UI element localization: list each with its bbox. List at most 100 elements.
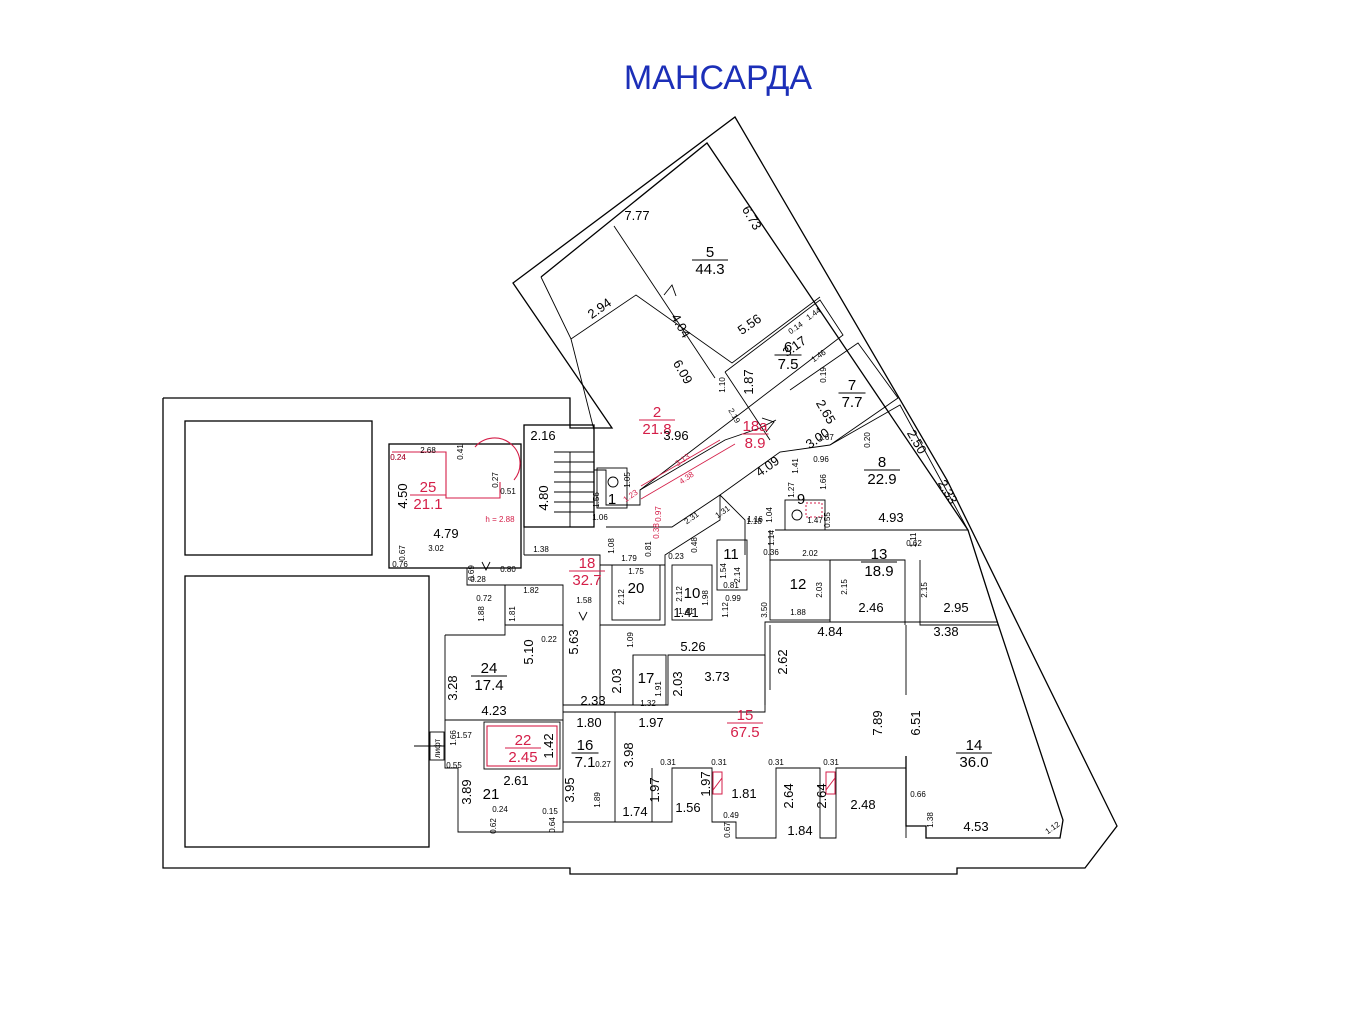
room-number-13: 13 [871,546,888,563]
red-dimension-label: 0.24 [390,453,406,462]
dimension-label: 1.42 [541,733,556,758]
red-dimension-label: 4.38 [678,469,696,486]
small-dimension-label: 0.62 [489,818,498,834]
small-dimension-label: 1.04 [765,507,774,523]
small-dimension-label: 1.08 [607,538,616,554]
small-dimension-label: 1.10 [718,377,727,393]
small-dimension-label: 1.82 [523,586,539,595]
room-number-1: 1 [608,491,616,508]
dimension-label: 2.16 [530,428,555,443]
small-dimension-label: 3.02 [428,544,444,553]
small-dimension-label: 0.55 [446,761,462,770]
dimension-label: 3.98 [621,742,636,767]
small-dimension-label: 3.50 [760,602,769,618]
dimension-label: 2.61 [503,773,528,788]
dimension-label: 7.89 [870,710,885,735]
small-dimension-label: 1.89 [593,792,602,808]
room-area-25: 21.1 [413,496,442,513]
small-dimension-label: 1.41 [791,458,800,474]
dimension-label: 4.50 [395,483,410,508]
dimension-label: 1.80 [576,715,601,730]
small-dimension-label: 0.51 [500,487,516,496]
small-dimension-label: 0.20 [863,432,872,448]
room-area-6: 7.5 [778,356,799,373]
small-dimension-label: 0.81 [644,541,653,557]
room-number-16: 16 [577,737,594,754]
dimension-label: 3.89 [459,779,474,804]
lift-label: лифт [433,738,442,758]
small-dimension-label: 1.05 [623,472,632,488]
dimension-label: 1.97 [647,777,662,802]
room-number-7: 7 [848,377,856,394]
dimension-label: 2.94 [585,295,614,322]
plan-title: МАНСАРДА [624,59,812,97]
small-dimension-label: 0.22 [541,635,557,644]
wall-room-18 [524,495,721,626]
small-dimension-label: 1.12 [721,602,730,618]
small-dimension-label: 2.31 [683,509,701,526]
dimension-label: 1.97 [638,715,663,730]
small-dimension-label: 1.11 [909,532,918,548]
small-dimension-label: 0.76 [392,560,408,569]
dimension-label: 1.81 [731,786,756,801]
small-dimension-label: 1.79 [621,554,637,563]
small-dimension-label: 1.58 [576,596,592,605]
small-dimension-label: 0.27 [595,760,611,769]
dimension-label: 4.23 [481,703,506,718]
red-dimension-label: 0.38 [652,523,661,539]
dimension-label: 2.03 [609,668,624,693]
dimension-label: 2.64 [814,783,829,808]
small-dimension-label: 1.06 [592,513,608,522]
dimension-label: 4.53 [963,819,988,834]
dimension-label: 3.28 [445,675,460,700]
small-dimension-label: 1.75 [628,567,644,576]
room-area-8: 22.9 [867,471,896,488]
dimension-label: 6.51 [908,710,923,735]
room-area-13: 18.9 [864,563,893,580]
dimension-label: 2.64 [781,783,796,808]
room-area-15: 67.5 [730,724,759,741]
small-dimension-label: 1.18 [746,517,762,526]
dimension-label: 3.73 [704,669,729,684]
small-dimension-label: 1.57 [456,731,472,740]
small-dimension-label: 0.24 [390,453,406,462]
small-dimension-label: 0.67 [398,545,407,561]
left-block-top [184,420,373,556]
dimension-label: 4.80 [536,485,551,510]
room-number-15: 15 [737,707,754,724]
dimension-label: 3.96 [663,428,688,443]
dimension-label: 2.46 [858,600,883,615]
outer-contour [162,116,1118,875]
dimension-label: 1.84 [787,823,812,838]
small-dimension-label: 1.16 [747,515,763,524]
wall-room-16 [563,711,616,823]
room-area-5: 44.3 [695,261,724,278]
dimension-label: 5.56 [735,311,764,338]
small-dimension-label: 0.28 [470,575,486,584]
dimension-label: 2.62 [775,649,790,674]
small-dimension-label: 0.31 [711,758,727,767]
small-dimension-label: 1.31 [714,503,732,520]
small-dimension-label: 0.31 [768,758,784,767]
small-dimension-label: 0.36 [763,548,779,557]
small-dimension-label: 1.98 [701,590,710,606]
stair-block [523,424,595,528]
room-number-12: 12 [790,576,807,593]
small-dimension-label: 1.66 [819,474,828,490]
small-dimension-label: 1.66 [449,730,458,746]
small-dimension-label: 2.15 [840,579,849,595]
small-dimension-label: 0.14 [787,319,805,336]
small-dimension-label: 1.14 [767,530,776,546]
room-number-9: 9 [797,491,805,508]
small-dimension-label: 0.62 [906,539,922,548]
room-number-5: 5 [706,244,714,261]
room-area-2: 21.8 [642,421,671,438]
dimension-label: 1.74 [622,804,647,819]
small-dimension-label: 0.19 [819,367,828,383]
dimension-label: 1.56 [675,800,700,815]
wall-room-24 [444,584,564,721]
small-dimension-label: 1.12 [1044,819,1062,836]
small-dimension-label: 0.80 [500,565,516,574]
small-dimension-label: 1.67 [818,433,834,442]
room-area-18а: 8.9 [745,435,766,452]
